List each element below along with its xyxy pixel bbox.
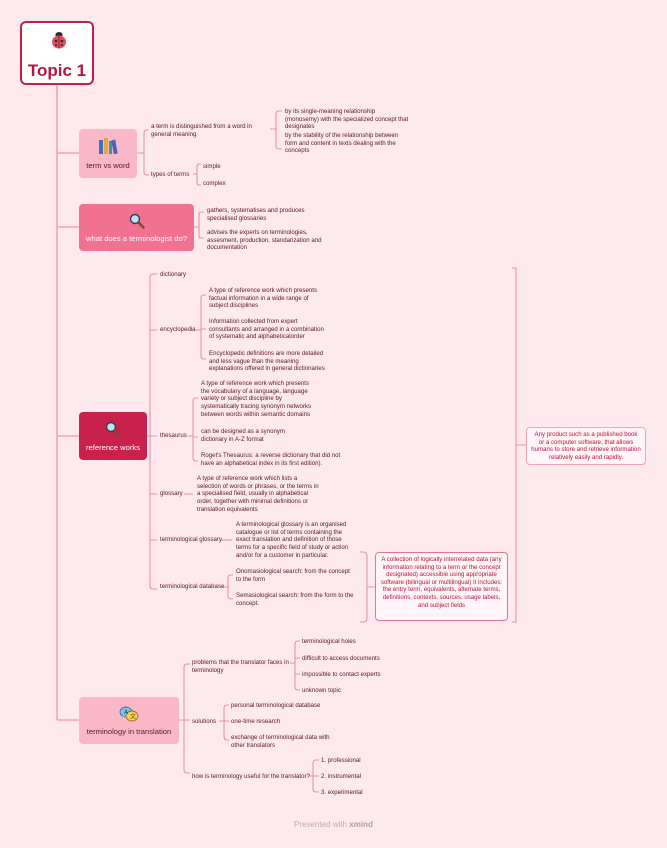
leaf-terminological-glossary-definition[interactable]: A terminological glossary is an organise… [236,521,349,559]
topic-terminologist[interactable]: what does a terminologist do? [79,204,194,251]
footer-watermark: Presented with xmind [0,820,667,829]
leaf-encyclopedia-detail[interactable]: Encyclopedic definitions are more detail… [209,350,325,373]
leaf-instrumental[interactable]: 2. instrumental [321,773,361,780]
leaf-exchange-data[interactable]: exchange of terminological data with oth… [231,734,330,749]
leaf-semasiological-search[interactable]: Semasiological search: from the form to … [236,592,354,607]
leaf-encyclopedia-sources[interactable]: Information collected from expert consul… [209,318,324,341]
topic-label: term vs word [86,161,130,170]
branch-terminological-glossary[interactable]: terminological glossary [160,536,222,543]
branch-solutions[interactable]: solutions [192,718,217,725]
leaf-terminological-holes[interactable]: terminological holes [302,638,356,645]
branch-terminological-database[interactable]: terminological database [160,583,225,590]
magnifier-icon [129,213,145,229]
magnifier-icon [105,421,121,437]
leaf-monosemy[interactable]: by its single-meaning relationship (mono… [285,108,409,131]
leaf-simple[interactable]: simple [203,163,221,170]
leaf-encyclopedia-definition[interactable]: A type of reference work which presents … [209,287,318,310]
leaf-experimental[interactable]: 3. experimental [321,789,363,796]
leaf-rogets-thesaurus[interactable]: Roget's Thesaurus: a reverse dictionary … [201,452,341,467]
topic-label: what does a terminologist do? [86,234,187,243]
topic-label: terminology in translation [86,727,172,736]
branch-encyclopedia[interactable]: encyclopedia [160,326,196,333]
branch-usefulness[interactable]: how is terminology useful for the transl… [192,773,310,780]
speech-bubbles-icon: A 文 [119,706,139,722]
branch-glossary[interactable]: glossary [160,490,183,497]
books-icon [99,138,118,154]
leaf-one-time-research[interactable]: one-time research [231,718,281,725]
leaf-thesaurus-definition[interactable]: A type of reference work which presents … [201,380,312,418]
branch-problems[interactable]: problems that the translator faces in te… [192,659,289,674]
topic-reference-works[interactable]: reference works [79,412,147,460]
central-topic[interactable]: Topic 1 [20,21,94,85]
leaf-glossary-definition[interactable]: A type of reference work which lists a s… [197,475,319,513]
branch-dictionary[interactable]: dictionary [160,271,187,278]
topic-label: reference works [85,443,141,452]
topic-term-vs-word[interactable]: term vs word [79,129,137,178]
svg-text:文: 文 [130,713,136,721]
leaf-personal-database[interactable]: personal terminological database [231,702,321,709]
svg-text:A: A [124,709,129,716]
footer-prefix: Presented with [294,820,348,829]
leaf-unknown-topic[interactable]: unknown topic [302,687,341,694]
leaf-contact-experts[interactable]: impossible to contact experts [302,671,381,678]
summary-reference-works[interactable]: Any product such as a published book or … [526,427,646,465]
central-topic-title: Topic 1 [27,61,87,80]
leaf-advises-experts[interactable]: advises the experts on terminologies, as… [207,229,322,252]
branch-types-of-terms[interactable]: types of terms [151,171,190,178]
leaf-complex[interactable]: complex [203,180,226,187]
leaf-onomasiological-search[interactable]: Onomasiological search: from the concept… [236,568,350,583]
leaf-difficult-documents[interactable]: difficult to access documents [302,655,380,662]
summary-terminological-database[interactable]: A collection of logically interrelated d… [375,552,508,621]
leaf-professional[interactable]: 1. professional [321,757,361,764]
leaf-stability[interactable]: by the stability of the relationship bet… [285,132,399,155]
topic-terminology-in-translation[interactable]: A 文 terminology in translation [79,697,179,744]
xmind-brand: xmind [349,820,373,829]
leaf-thesaurus-format[interactable]: can be designed as a synonym dictionary … [201,428,286,443]
ladybug-icon [52,32,66,49]
branch-term-distinguished[interactable]: a term is distinguished from a word in g… [151,123,252,138]
leaf-gathers-glossaries[interactable]: gathers, systematises and produces speci… [207,207,305,222]
branch-thesaurus[interactable]: thesaurus [160,432,187,439]
